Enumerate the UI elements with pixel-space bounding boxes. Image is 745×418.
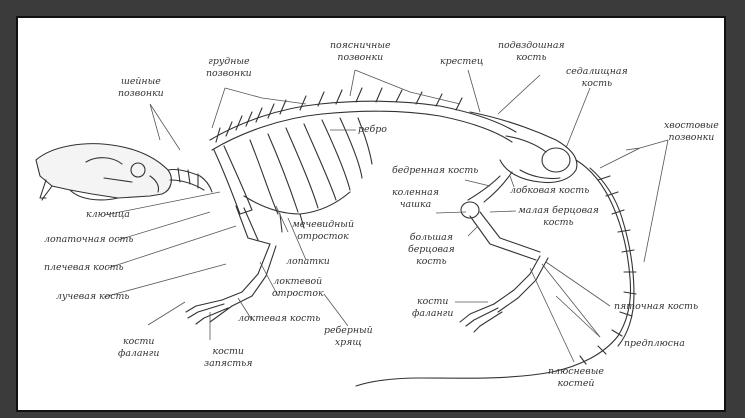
label-radius: лучевая кость	[56, 291, 130, 303]
spine-drawing	[210, 88, 516, 150]
label-fibula: малая берцовая кость	[518, 205, 599, 229]
label-front-phalanges: кости фаланги	[118, 336, 159, 360]
label-costal-cartilage: реберный хрящ	[324, 325, 373, 349]
pelvis-drawing	[470, 112, 577, 183]
cervical-vertebrae-drawing	[168, 168, 212, 192]
label-xiphoid-process: мечевидный отросток	[292, 219, 354, 243]
label-tibia: большая берцовая кость	[408, 232, 455, 268]
label-metatarsal-bones: плюсневые костей	[548, 366, 604, 390]
label-thoracic-vertebrae: грудные позвонки	[206, 56, 252, 80]
label-scapula-spine: лопаточная ость	[44, 234, 133, 246]
label-sacrum: крестец	[440, 56, 483, 68]
label-pubis: лобковая кость	[510, 185, 589, 197]
label-carpal-bones: кости запястья	[204, 346, 252, 370]
label-clavicle: ключица	[86, 209, 130, 221]
label-ilium: подвздошная кость	[498, 40, 565, 64]
label-patella: коленная чашка	[392, 187, 439, 211]
label-calcaneus: пяточная кость	[614, 301, 698, 313]
label-lumbar-vertebrae: поясничные позвонки	[330, 40, 391, 64]
label-olecranon: локтевой отросток	[272, 276, 324, 300]
label-ulna: локтевая кость	[238, 313, 320, 325]
label-cervical-vertebrae: шейные позвонки	[118, 76, 164, 100]
ribcage-drawing	[244, 118, 372, 232]
label-rib: ребро	[358, 124, 387, 136]
label-hind-phalanges: кости фаланги	[412, 296, 453, 320]
skull-drawing	[36, 144, 171, 200]
label-caudal-vertebrae: хвостовые позвонки	[664, 120, 719, 144]
label-femur: бедренная кость	[392, 165, 478, 177]
label-scapulae: лопатки	[286, 256, 330, 268]
label-ischium: седалищная кость	[566, 66, 628, 90]
label-humerus: плечевая кость	[44, 262, 124, 274]
label-tarsus: предплюсна	[624, 338, 685, 350]
